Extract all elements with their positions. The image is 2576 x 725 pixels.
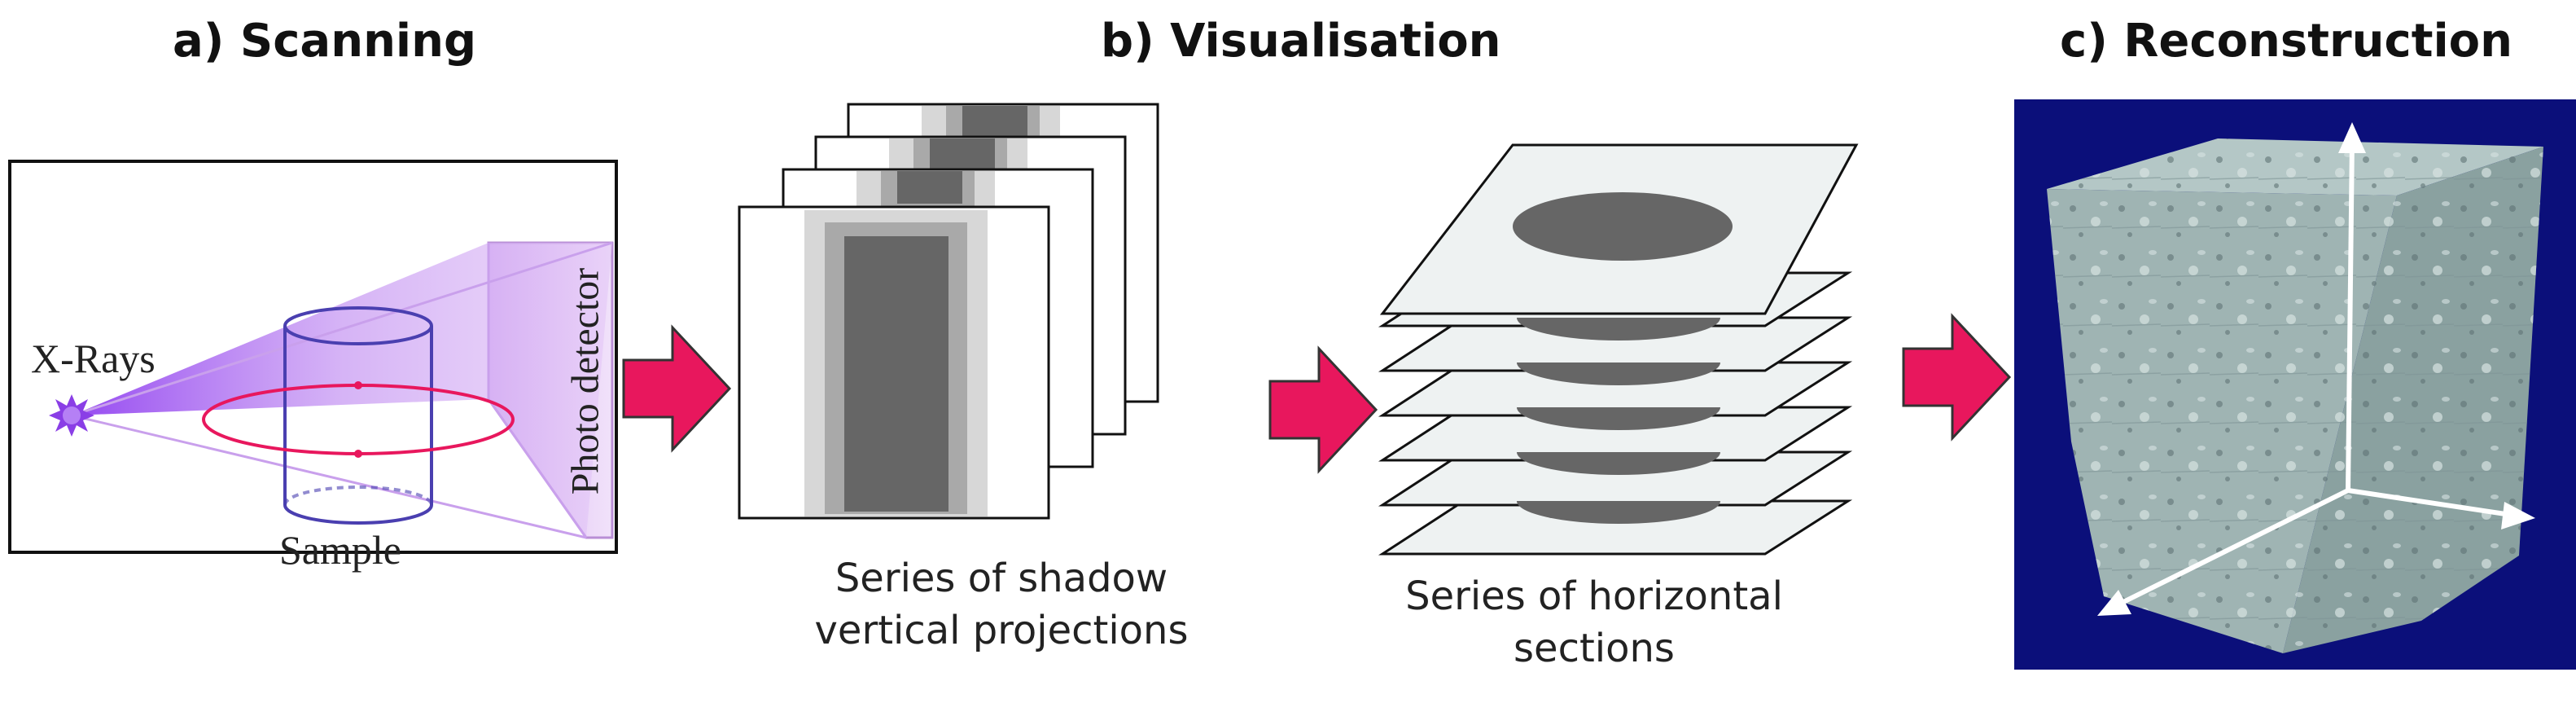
shadow-projections-stack [738,103,1159,520]
sections-caption-line2: sections [1514,626,1675,671]
sample-label: Sample [279,527,401,573]
flow-arrow-icon [1902,313,2012,442]
section-slice [1378,361,1853,430]
reconstruction-title: c) Reconstruction [2060,15,2513,68]
axis-arrow-icon [2097,122,2535,616]
scanning-panel [8,160,618,554]
xray-source-icon [49,394,94,437]
projections-caption-line1: Series of shadow [835,556,1168,601]
projections-caption-line2: vertical projections [814,608,1189,653]
visualisation-title: b) Visualisation [1101,15,1501,68]
detector-label: Photo detector [563,267,607,495]
reconstruction-volume [2014,99,2576,670]
section-slice [1378,316,1853,385]
projection-frame-front [738,205,1050,520]
flow-arrow-icon [1268,345,1378,474]
sample-cylinder [283,306,433,525]
sections-caption-line1: Series of horizontal [1405,573,1783,619]
flow-arrow-icon [622,324,732,453]
section-slice [1378,406,1853,475]
xray-beam [72,243,612,538]
xrays-label: X-Rays [31,336,156,381]
scanning-title: a) Scanning [173,15,477,68]
horizontal-sections-stack [1378,143,1859,556]
section-slice-top [1379,143,1859,315]
